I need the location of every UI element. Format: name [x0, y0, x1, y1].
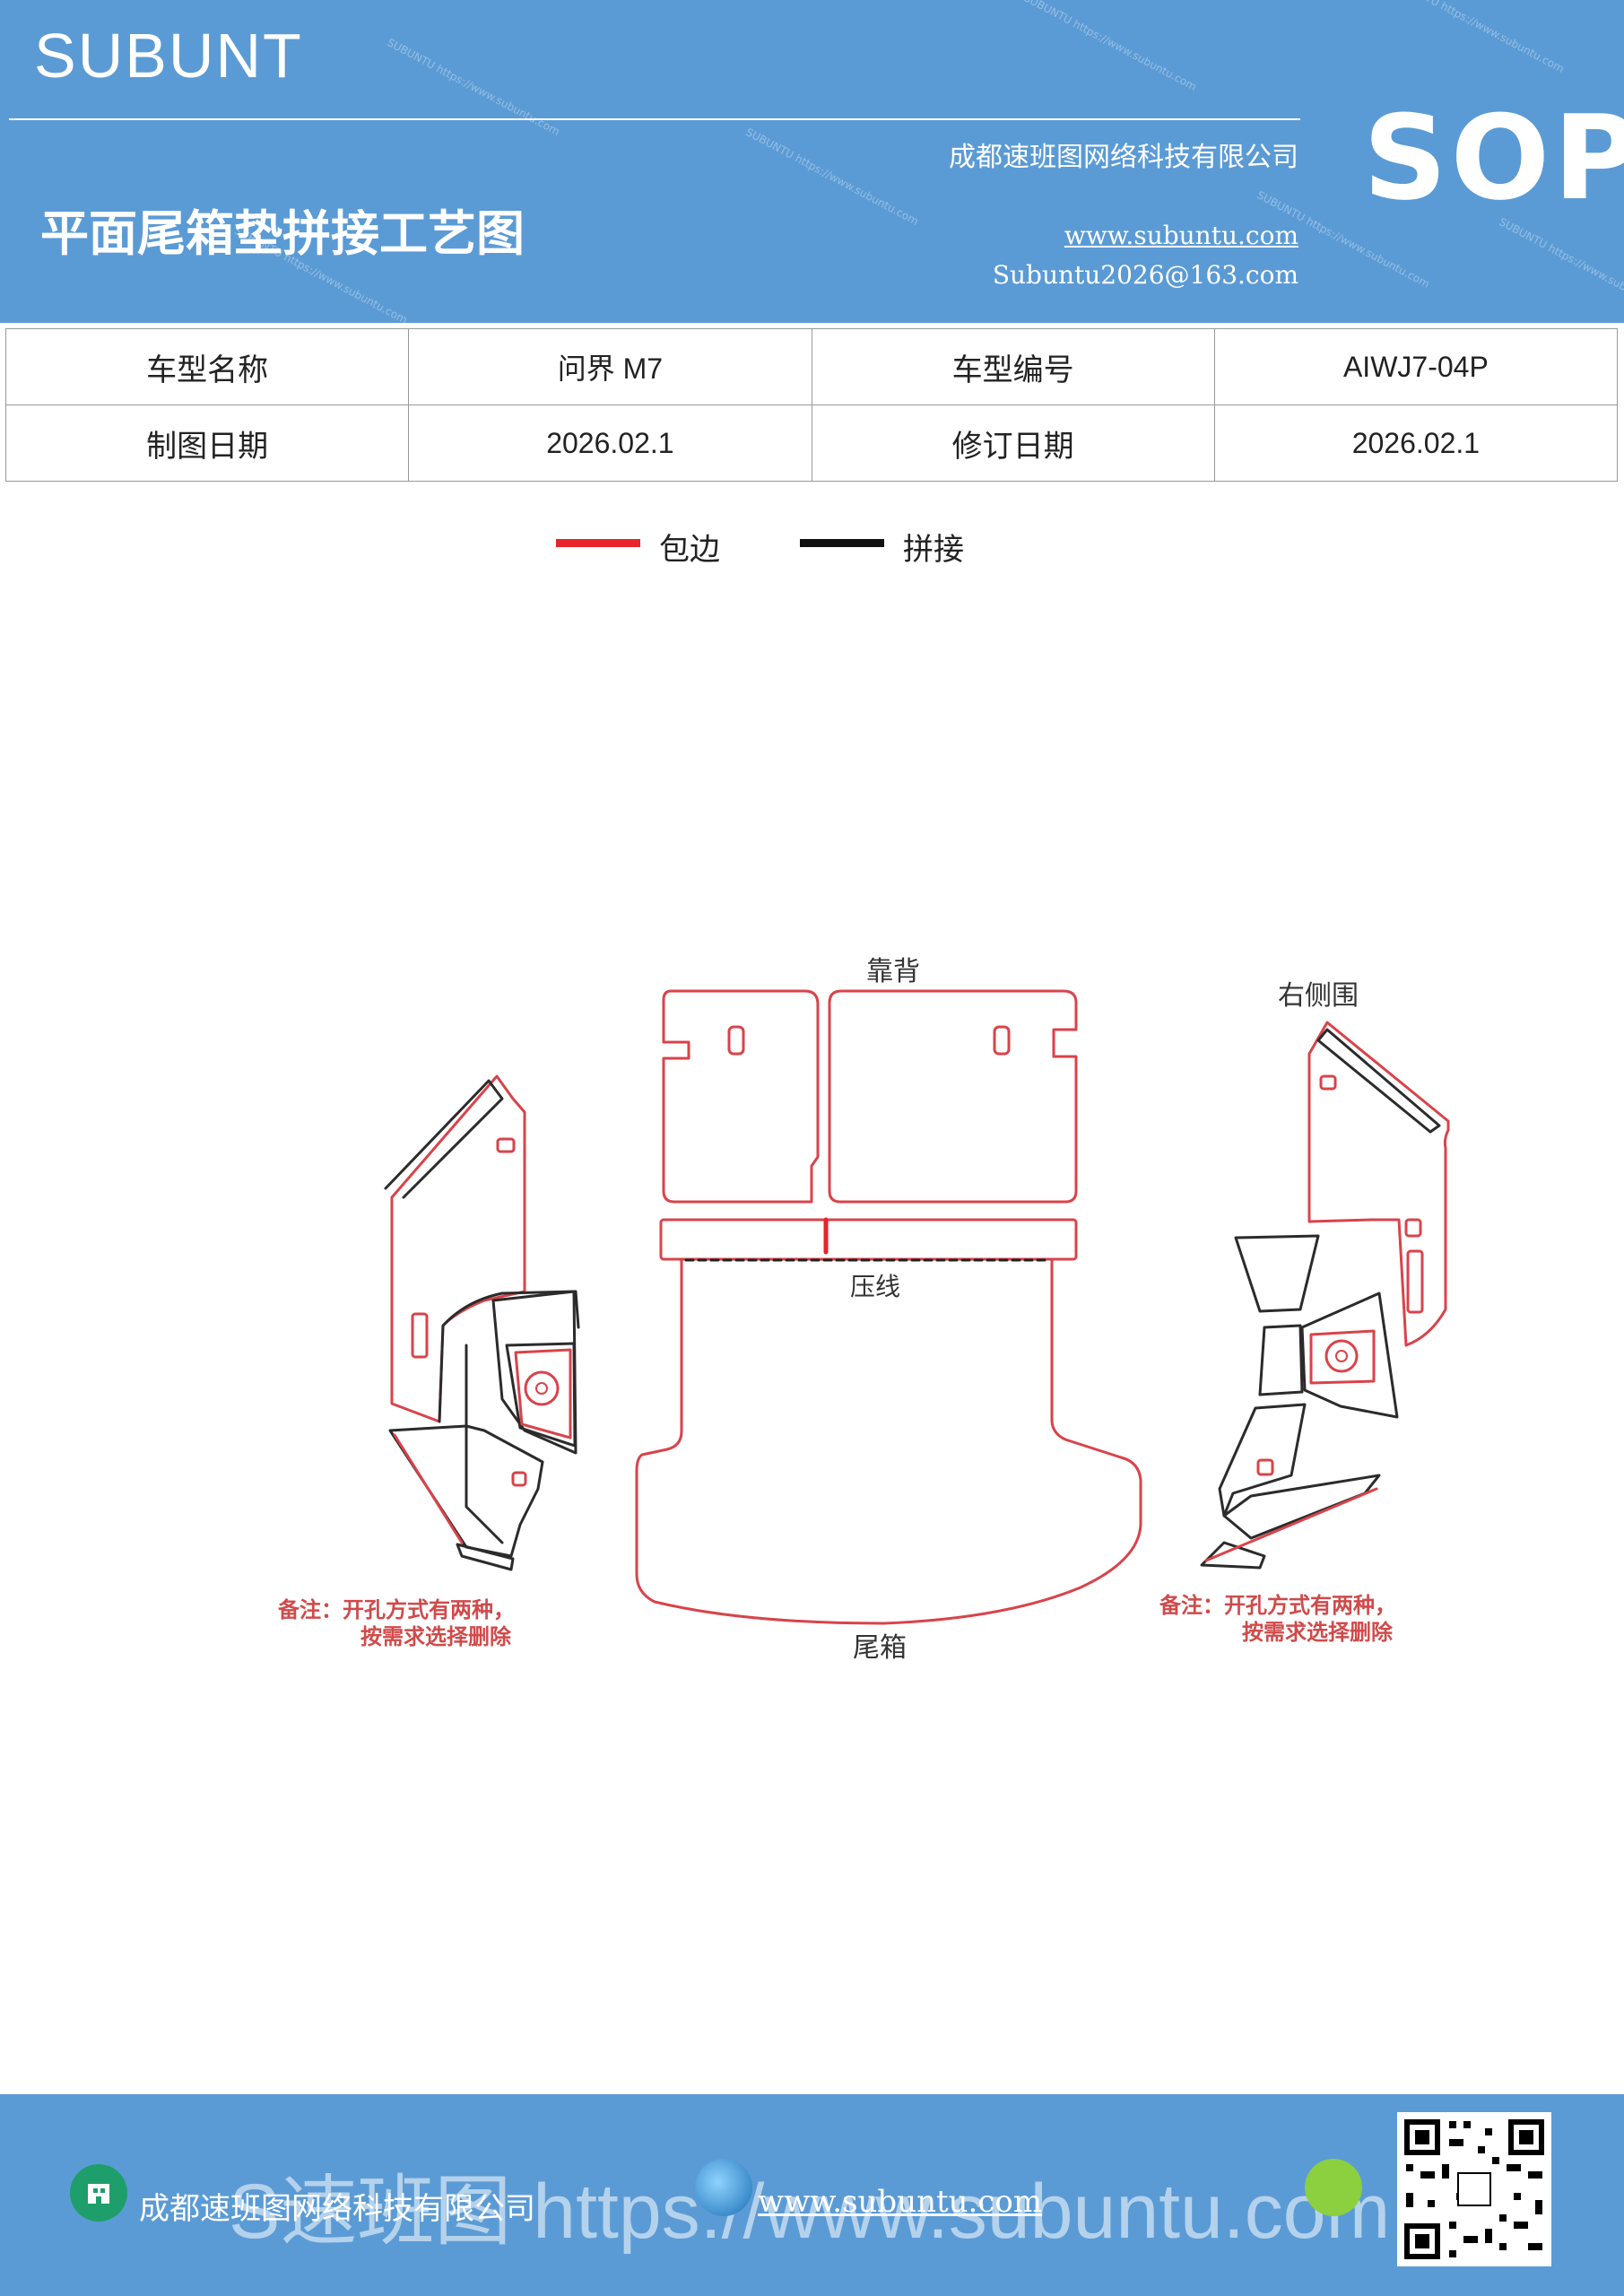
footer-website-link[interactable]: www.subuntu.com — [758, 2184, 1043, 2220]
backrest-right-hole — [993, 1025, 1011, 1056]
cell-label-draw-date: 制图日期 — [4, 404, 410, 482]
legend-label-edge: 包边 — [659, 532, 720, 568]
cell-label-model-name: 车型名称 — [4, 328, 410, 405]
vehicle-info-table: 车型名称 问界 M7 车型编号 AIWJ7-04P 制图日期 2026.02.1… — [4, 328, 1619, 482]
mat-pattern-svg — [384, 989, 1450, 1625]
cell-draw-date: 2026.02.1 — [408, 404, 812, 482]
sop-badge: SOP — [1363, 90, 1624, 226]
cell-revise-date: 2026.02.1 — [1213, 404, 1619, 482]
cell-label-model-code: 车型编号 — [811, 328, 1215, 405]
company-name: 成都速班图网络科技有限公司 — [949, 142, 1298, 173]
table-row: 车型名称 问界 M7 车型编号 AIWJ7-04P — [4, 328, 1619, 405]
label-right-side: 右侧围 — [1278, 980, 1359, 1012]
label-press-line: 压线 — [850, 1272, 901, 1301]
watermark: SUBUNTU https://www.subuntu.com — [743, 126, 921, 228]
page-title: 平面尾箱垫拼接工艺图 — [40, 204, 525, 262]
cell-model-code: AIWJ7-04P — [1213, 328, 1619, 405]
qr-code — [1397, 2112, 1551, 2266]
backrest-left-hole — [727, 1025, 745, 1056]
qr-code-image — [1404, 2119, 1544, 2259]
legend-label-seam: 拼接 — [903, 532, 964, 568]
brand-logo-text: SUBUNT — [34, 21, 303, 91]
legend-swatch-edge — [556, 539, 640, 547]
building-icon — [70, 2164, 127, 2222]
footer-banner: S速班图 https://www.subuntu.com 成都速班图网络科技有限… — [0, 2094, 1624, 2296]
footer-company-name: 成都速班图网络科技有限公司 — [139, 2191, 535, 2227]
note-right: 备注：开孔方式有两种， 按需求选择删除 — [1159, 1593, 1396, 1645]
connector-strip — [659, 1218, 1078, 1261]
footer-watermark: S速班图 https://www.subuntu.com — [229, 2169, 1391, 2255]
watermark: SUBUNTU https://www.subuntu.com — [1497, 215, 1624, 317]
building-icon — [88, 2184, 109, 2204]
contact-email: Subuntu2026@163.com — [992, 260, 1298, 290]
label-trunk: 尾箱 — [853, 1632, 907, 1664]
wechat-icon — [1305, 2159, 1362, 2216]
globe-icon — [695, 2159, 752, 2216]
watermark: SUBUNTU https://www.subuntu.com — [1021, 0, 1199, 93]
right-side-panel — [1200, 1021, 1450, 1570]
cell-model-name: 问界 M7 — [408, 328, 812, 405]
watermark: SUBUNTU https://www.subuntu.com — [1389, 0, 1567, 75]
header-divider — [9, 118, 1300, 120]
website-link[interactable]: www.subuntu.com — [1064, 221, 1298, 250]
cell-label-revise-date: 修订日期 — [811, 404, 1215, 482]
legend-swatch-seam — [800, 539, 884, 547]
note-left: 备注：开孔方式有两种， 按需求选择删除 — [278, 1597, 515, 1649]
trunk-floor — [635, 1257, 1142, 1625]
backrest-right-panel — [828, 989, 1078, 1204]
mat-diagram: 靠背 右侧围 压线 尾箱 备注：开孔方式有两种， 按需求选择删除 备注：开孔方式… — [0, 897, 1624, 1704]
header-banner: SUBUNT 成都速班图网络科技有限公司 平面尾箱垫拼接工艺图 www.subu… — [0, 0, 1624, 326]
table-row: 制图日期 2026.02.1 修订日期 2026.02.1 — [4, 404, 1619, 482]
label-backrest: 靠背 — [866, 956, 920, 987]
left-side-panel — [384, 1074, 580, 1571]
backrest-left-panel — [662, 989, 820, 1204]
watermark: SUBUNTU https://www.subuntu.com — [385, 36, 562, 138]
